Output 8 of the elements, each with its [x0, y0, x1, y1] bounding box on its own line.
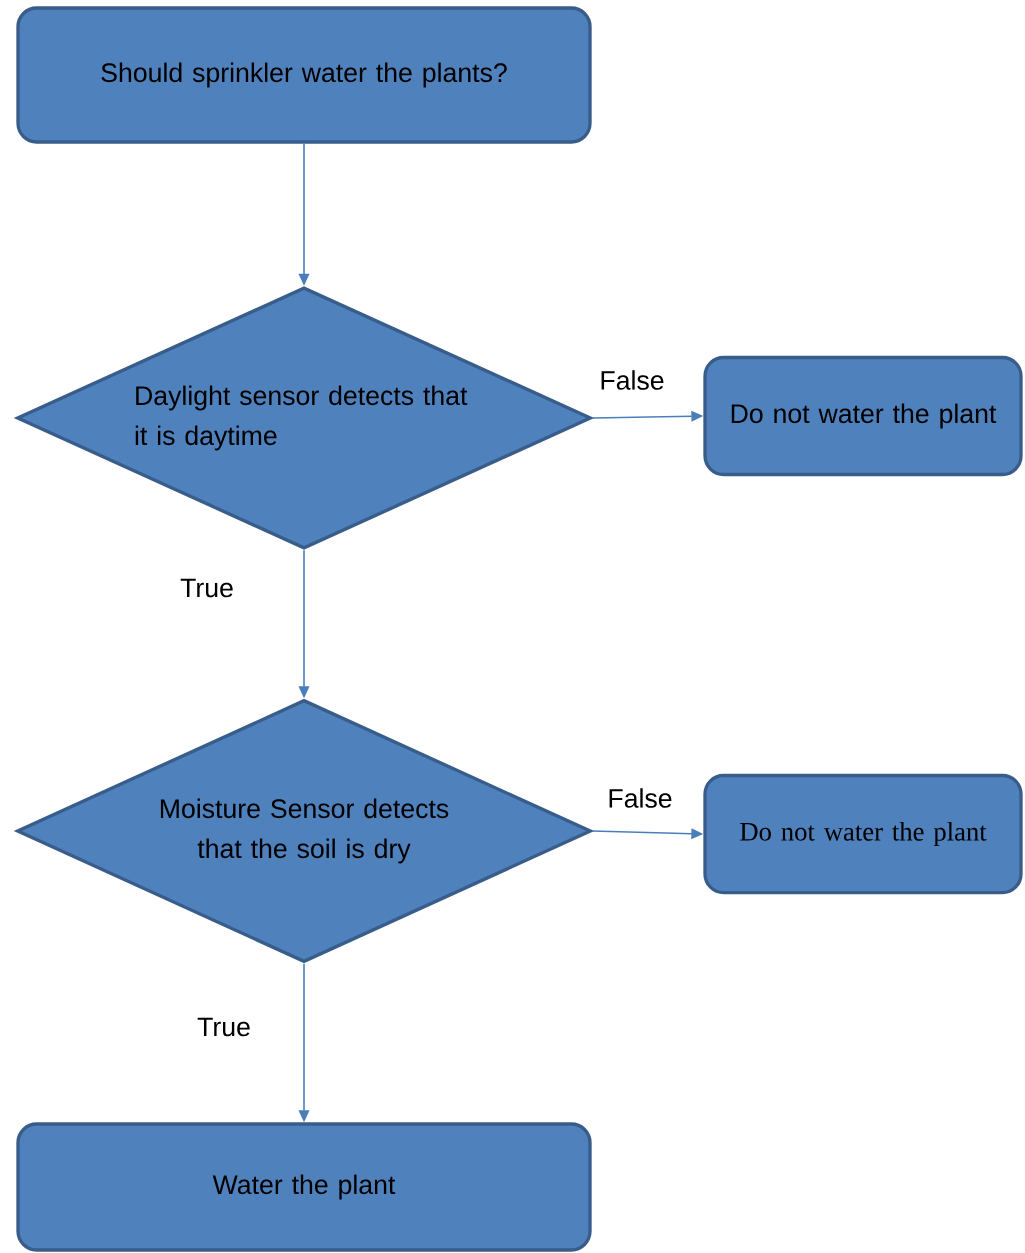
process-box: Water the plant: [16, 1122, 592, 1252]
edge-label: True: [195, 1016, 253, 1038]
edge-label: False: [598, 368, 666, 392]
process-box: Do not water the plant: [703, 355, 1023, 477]
process-box: Do not water the plant: [703, 773, 1023, 895]
process-box: Should sprinkler water the plants?: [16, 6, 592, 144]
edge-label: True: [178, 577, 236, 599]
edge-label: False: [606, 786, 674, 810]
